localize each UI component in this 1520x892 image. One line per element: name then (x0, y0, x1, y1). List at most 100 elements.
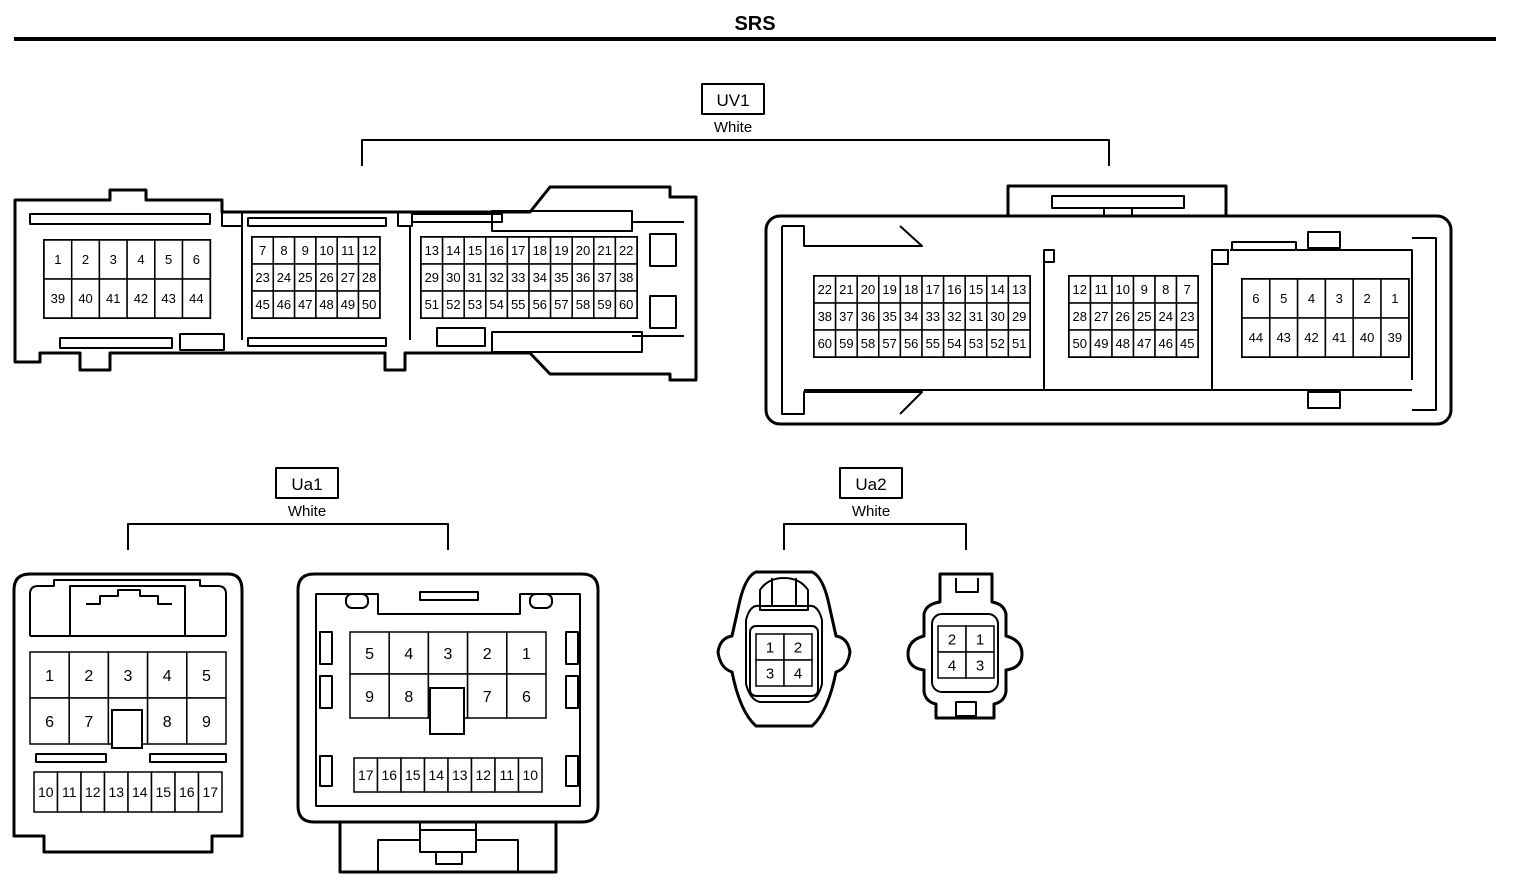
pin-number: 18 (533, 243, 547, 258)
pin-number: 15 (468, 243, 482, 258)
pin-number: 32 (947, 309, 961, 324)
pin-number: 52 (990, 336, 1004, 351)
pin-number: 19 (882, 282, 896, 297)
pin-number: 28 (1073, 309, 1087, 324)
pin-number: 47 (298, 297, 312, 312)
pin-number: 17 (926, 282, 940, 297)
pin-cavity (349, 673, 390, 719)
pin-number: 18 (904, 282, 918, 297)
pin-number: 1 (766, 639, 774, 656)
pin-number: 39 (51, 291, 65, 306)
pin-number: 17 (202, 784, 218, 800)
ua1-right-housing (296, 572, 600, 874)
pin-number: 48 (319, 297, 333, 312)
pin-number: 37 (597, 270, 611, 285)
pin-number: 7 (84, 714, 93, 731)
ua2-color: White (852, 503, 890, 520)
pin-number: 4 (948, 657, 956, 674)
pin-number: 4 (794, 665, 802, 682)
pin-number: 21 (597, 243, 611, 258)
pin-cavity (466, 673, 508, 719)
pin-number: 2 (82, 252, 89, 267)
pin-number: 60 (818, 336, 832, 351)
pin-number: 44 (189, 291, 203, 306)
ua1-left-housing (12, 572, 244, 854)
pin-number: 8 (280, 243, 287, 258)
pin-cavity (755, 659, 785, 687)
pin-number: 33 (511, 270, 525, 285)
pin-number: 9 (302, 243, 309, 258)
pin-number: 25 (298, 270, 312, 285)
pin-number: 30 (990, 309, 1004, 324)
pin-number: 1 (522, 646, 531, 663)
pin-number: 13 (108, 784, 124, 800)
pin-number: 10 (522, 767, 538, 783)
pin-number: 4 (1308, 291, 1315, 306)
pin-number: 5 (365, 646, 374, 663)
pin-number: 3 (124, 668, 133, 685)
pin-cavity (427, 631, 469, 675)
pin-number: 56 (904, 336, 918, 351)
pin-number: 58 (861, 336, 875, 351)
pin-cavity (1352, 317, 1382, 358)
pin-number: 49 (341, 297, 355, 312)
pin-number: 42 (1304, 330, 1318, 345)
pin-cavity (181, 278, 211, 319)
pin-number: 51 (425, 297, 439, 312)
pin-number: 52 (446, 297, 460, 312)
pin-number: 36 (861, 309, 875, 324)
pin-number: 16 (947, 282, 961, 297)
pin-number: 2 (1363, 291, 1370, 306)
pin-number: 1 (1391, 291, 1398, 306)
pin-number: 17 (358, 767, 374, 783)
pin-cavity (126, 239, 156, 280)
pin-cavity (186, 651, 227, 699)
pin-number: 3 (1336, 291, 1343, 306)
pin-number: 35 (882, 309, 896, 324)
pin-number: 8 (163, 714, 172, 731)
pin-number: 11 (341, 243, 355, 258)
pin-number: 10 (1116, 282, 1130, 297)
pin-number: 14 (132, 784, 148, 800)
pin-number: 31 (969, 309, 983, 324)
ua2-label: Ua2 White (783, 467, 967, 550)
pin-number: 22 (818, 282, 832, 297)
ua2-right-housing (906, 572, 1024, 720)
pin-cavity (1175, 329, 1199, 358)
pin-number: 33 (926, 309, 940, 324)
pin-number: 57 (882, 336, 896, 351)
pin-number: 53 (969, 336, 983, 351)
pin-cavity (783, 659, 813, 687)
pin-number: 5 (165, 252, 172, 267)
pin-number: 17 (511, 243, 525, 258)
pin-number: 55 (926, 336, 940, 351)
pin-number: 22 (619, 243, 633, 258)
key-slot (111, 709, 143, 749)
pin-number: 47 (1137, 336, 1151, 351)
pin-number: 9 (1141, 282, 1148, 297)
pin-number: 9 (365, 689, 374, 706)
pin-number: 29 (1012, 309, 1026, 324)
pin-number: 44 (1249, 330, 1263, 345)
pin-cavity (126, 278, 156, 319)
pin-number: 11 (1095, 282, 1109, 297)
pin-number: 20 (576, 243, 590, 258)
pin-cavity (154, 278, 184, 319)
key-slot (429, 687, 465, 735)
pin-cavity (43, 278, 73, 319)
ua1-code: Ua1 (291, 475, 322, 494)
pin-number: 14 (990, 282, 1004, 297)
pin-number: 42 (134, 291, 148, 306)
pin-number: 20 (861, 282, 875, 297)
pin-number: 2 (483, 646, 492, 663)
pin-number: 4 (404, 646, 413, 663)
pin-number: 3 (444, 646, 453, 663)
